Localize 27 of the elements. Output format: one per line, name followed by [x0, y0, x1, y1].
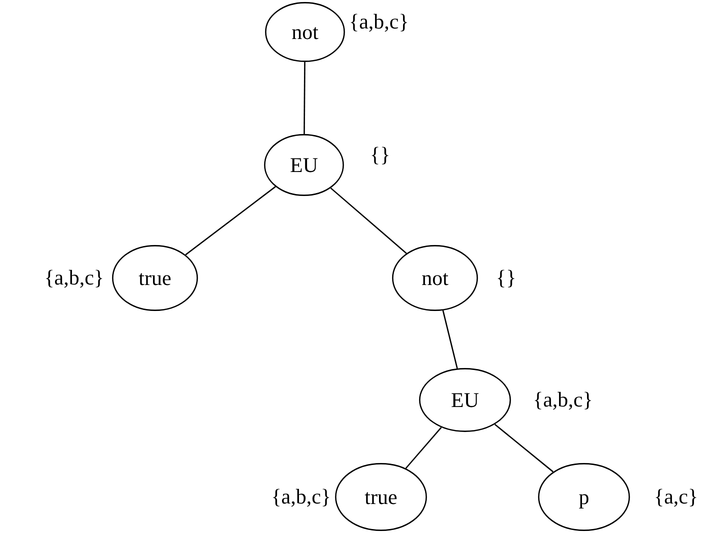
connector-line	[442, 310, 458, 369]
node-label: p	[578, 484, 590, 510]
ellipse-node	[335, 463, 427, 531]
set-annotation: {}	[496, 266, 516, 290]
node-label: true	[138, 266, 172, 290]
connector-line	[405, 426, 442, 469]
node-label: not	[422, 266, 448, 290]
set-annotation: {a,b,c}	[44, 266, 104, 290]
connector-line	[185, 186, 276, 256]
ellipse-node	[265, 2, 345, 62]
node-label: EU	[451, 388, 479, 412]
set-annotation: {}	[370, 142, 390, 168]
set-annotation: {a,b,c}	[271, 484, 331, 510]
ellipse-node	[112, 245, 198, 311]
set-annotation: {a,c}	[654, 484, 698, 510]
connector-line	[304, 62, 306, 134]
connector-line	[494, 424, 554, 472]
ellipse-node	[264, 134, 344, 196]
set-annotation: {a,b,c}	[533, 388, 593, 412]
node-label: not	[292, 20, 318, 44]
ellipse-node	[392, 245, 478, 311]
ellipse-node	[538, 463, 630, 531]
connector-line	[330, 188, 407, 254]
set-annotation: {a,b,c}	[349, 10, 409, 34]
ellipse-node	[419, 368, 511, 432]
node-label: EU	[290, 152, 318, 178]
node-label: true	[364, 484, 398, 510]
